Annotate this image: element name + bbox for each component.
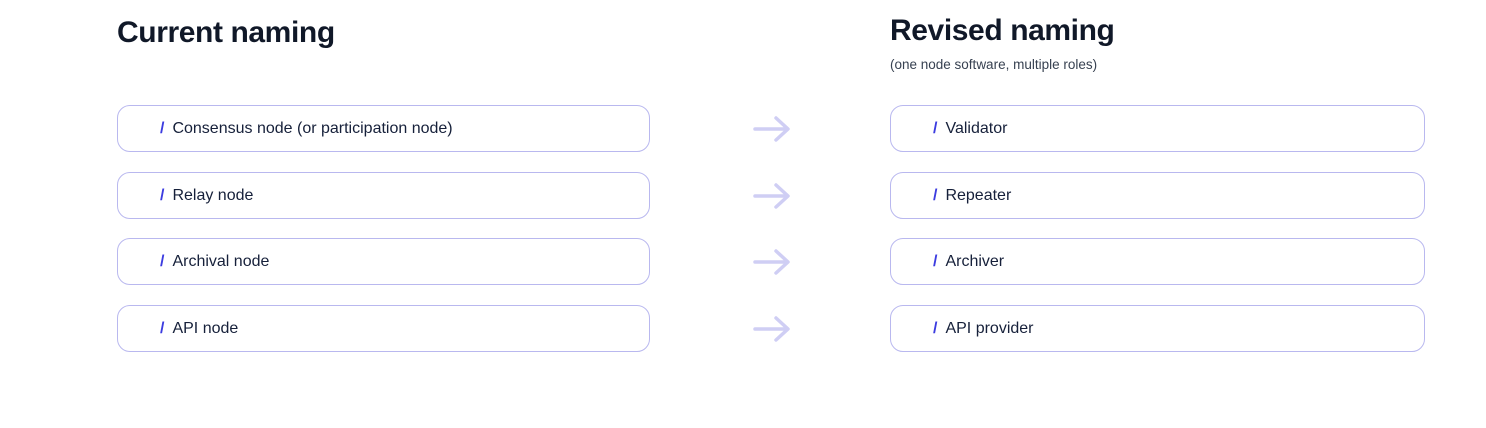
revised-naming-title: Revised naming — [890, 14, 1115, 47]
slash-icon: / — [933, 319, 938, 337]
current-node-label: Relay node — [172, 186, 254, 204]
arrow-right-icon — [752, 313, 792, 345]
revised-node-box-repeater: / Repeater — [890, 172, 1425, 219]
revised-node-label: Archiver — [945, 252, 1005, 270]
revised-node-label: Validator — [945, 119, 1008, 137]
current-node-label: API node — [172, 319, 239, 337]
slash-icon: / — [933, 252, 938, 270]
arrow-right-icon — [752, 113, 792, 145]
revised-node-box-archiver: / Archiver — [890, 238, 1425, 285]
current-node-label: Consensus node (or participation node) — [172, 119, 453, 137]
current-node-box-archival: / Archival node — [117, 238, 650, 285]
revised-node-label: API provider — [945, 319, 1034, 337]
slash-icon: / — [933, 119, 938, 137]
current-node-box-consensus: / Consensus node (or participation node) — [117, 105, 650, 152]
revised-naming-subtitle: (one node software, multiple roles) — [890, 57, 1098, 72]
slash-icon: / — [160, 119, 165, 137]
slash-icon: / — [160, 186, 165, 204]
current-node-box-api: / API node — [117, 305, 650, 352]
arrow-right-icon — [752, 180, 792, 212]
naming-row: / Archival node / Archiver — [0, 238, 1486, 285]
revised-node-label: Repeater — [945, 186, 1012, 204]
current-node-box-relay: / Relay node — [117, 172, 650, 219]
revised-node-box-api-provider: / API provider — [890, 305, 1425, 352]
slash-icon: / — [933, 186, 938, 204]
revised-node-box-validator: / Validator — [890, 105, 1425, 152]
current-naming-title: Current naming — [117, 16, 335, 49]
naming-row: / API node / API provider — [0, 305, 1486, 352]
slash-icon: / — [160, 319, 165, 337]
slash-icon: / — [160, 252, 165, 270]
arrow-right-icon — [752, 246, 792, 278]
naming-row: / Consensus node (or participation node)… — [0, 105, 1486, 152]
naming-row: / Relay node / Repeater — [0, 172, 1486, 219]
current-node-label: Archival node — [172, 252, 270, 270]
